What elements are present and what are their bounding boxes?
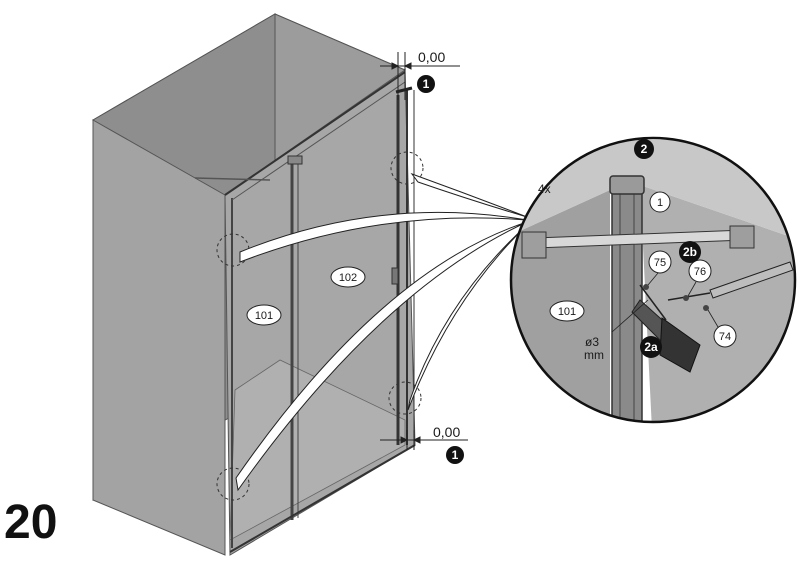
screw-part-75 <box>643 284 649 290</box>
dimension-top <box>380 52 460 100</box>
svg-text:1: 1 <box>657 197 663 209</box>
detail-wall-right <box>640 185 795 422</box>
drill-icon <box>631 284 701 373</box>
dimension-bottom <box>380 430 468 450</box>
label-75: 75 <box>647 250 672 286</box>
bottom-rail <box>229 444 416 553</box>
svg-text:76: 76 <box>694 266 706 278</box>
top-bracket <box>395 86 413 94</box>
top-rail <box>224 71 406 196</box>
label-101-left: 101 <box>246 304 282 326</box>
detail-bracket-right <box>729 225 755 249</box>
marker-2a-drill: 2a <box>640 336 662 358</box>
dimension-top-value: 0,00 <box>418 49 445 65</box>
screw-part-76 <box>683 295 689 301</box>
screw-part-74 <box>703 305 709 311</box>
detail-ceiling <box>511 140 795 240</box>
hinge-block <box>287 155 303 165</box>
label-101-detail: 101 <box>549 300 585 322</box>
inspection-circle-top-right <box>390 151 424 185</box>
dimension-bottom-value: 0,00 <box>433 424 460 440</box>
label-1-profile: 1 <box>649 191 671 213</box>
marker-1-top: 1 <box>417 75 435 93</box>
enclosure-front-left-strip <box>92 119 226 556</box>
svg-text:2: 2 <box>641 142 648 156</box>
svg-text:101: 101 <box>558 306 576 318</box>
inspection-circles <box>216 151 424 501</box>
svg-text:1: 1 <box>452 448 459 462</box>
inspection-circle-bottom-right <box>388 381 422 415</box>
marker-1-bottom: 1 <box>446 446 464 464</box>
screwdriver-icon <box>667 261 794 301</box>
inspection-circle-bottom-left <box>216 467 250 501</box>
drill-size-leader <box>611 299 649 333</box>
svg-text:75: 75 <box>654 257 666 269</box>
handle <box>391 267 399 285</box>
detail-bracket-left <box>521 231 547 259</box>
callout-band-top <box>410 172 528 218</box>
label-76: 76 <box>687 259 712 297</box>
marker-2b-screw: 2b <box>679 241 701 263</box>
svg-text:102: 102 <box>339 272 357 284</box>
marker-2-detail: 2 <box>634 139 654 159</box>
stabilizer-bar <box>194 177 271 181</box>
svg-text:1: 1 <box>423 77 430 91</box>
label-102-right: 102 <box>330 266 366 288</box>
shower-tray <box>229 359 406 541</box>
detail-profile <box>611 181 643 422</box>
drill-diameter: ø3 <box>585 335 599 349</box>
drill-unit: mm <box>584 348 604 362</box>
step-number: 20 <box>4 496 57 549</box>
label-74: 74 <box>707 309 737 348</box>
svg-text:74: 74 <box>719 331 731 343</box>
svg-text:2a: 2a <box>644 340 658 354</box>
detail-profile-cap <box>609 175 645 195</box>
svg-text:2b: 2b <box>683 245 697 259</box>
shower-enclosure <box>91 13 416 556</box>
svg-text:101: 101 <box>255 310 273 322</box>
detail-quantity: 4x <box>538 182 551 196</box>
